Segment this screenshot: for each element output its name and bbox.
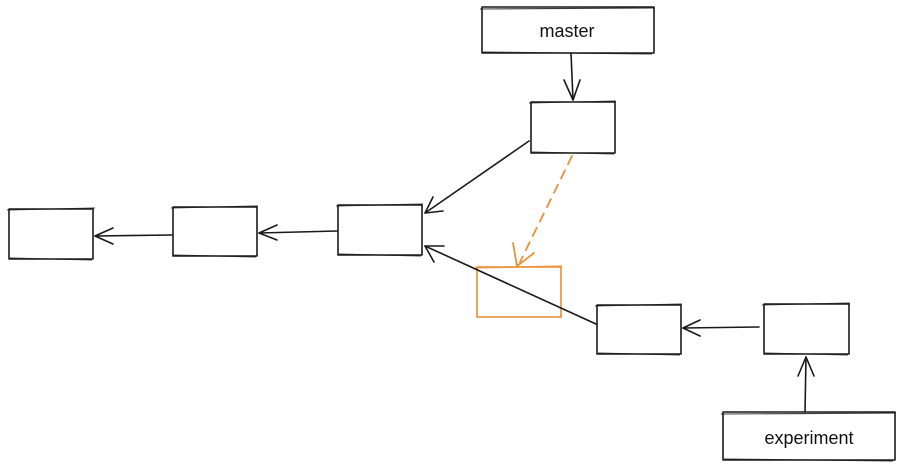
commit-node-c2 bbox=[335, 203, 424, 257]
commit-node-rebased bbox=[474, 265, 563, 318]
commit-node-experiment-tip bbox=[761, 302, 851, 356]
arrow-master-to-tip bbox=[563, 52, 581, 101]
commit-node-c0 bbox=[6, 207, 96, 261]
experiment-label: experiment bbox=[764, 428, 853, 448]
commit-node-master-tip bbox=[528, 100, 617, 155]
commit-node-c3 bbox=[594, 303, 683, 356]
arrow-c3-to-c2 bbox=[424, 245, 597, 325]
master-label: master bbox=[539, 21, 594, 41]
master-branch-label: master bbox=[479, 6, 656, 55]
commit-node-c1 bbox=[170, 205, 259, 258]
arrow-dashed-master-tip-to-rebased bbox=[512, 155, 573, 268]
arrow-c1-to-c0 bbox=[94, 227, 173, 245]
arrow-master-tip-to-c2 bbox=[424, 140, 530, 214]
arrow-c2-to-c1 bbox=[258, 224, 338, 241]
arrow-experiment-to-tip bbox=[797, 356, 815, 413]
experiment-branch-label: experiment bbox=[720, 411, 897, 462]
arrow-experiment-tip-to-c3 bbox=[682, 319, 760, 337]
